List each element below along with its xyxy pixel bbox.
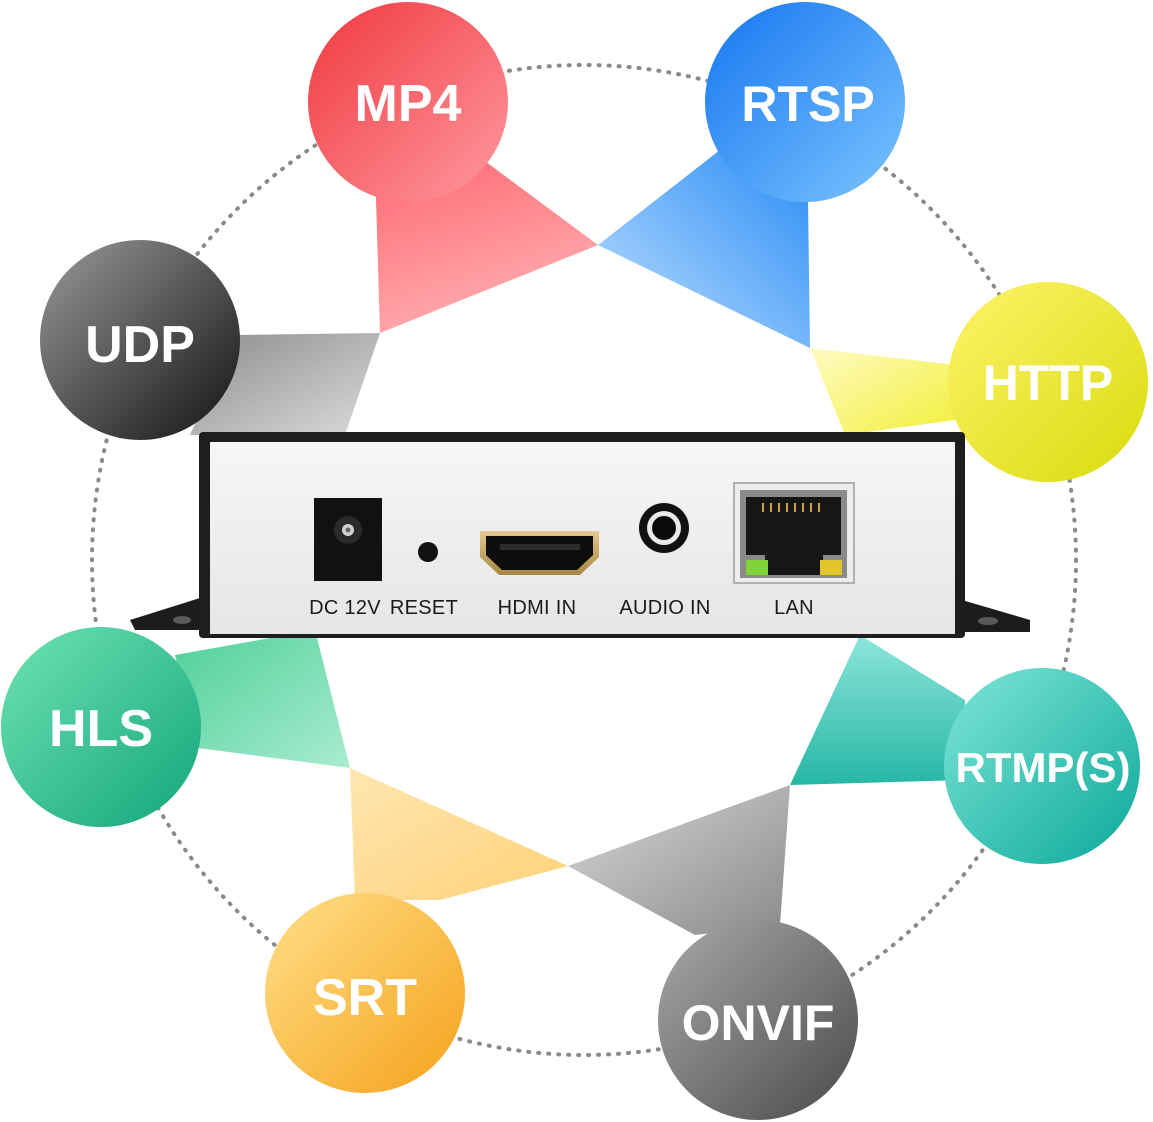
protocol-node-http: HTTP (948, 282, 1148, 482)
srt-beam (350, 768, 568, 900)
left-mount-hole (173, 616, 191, 624)
port-label-reset: RESET (390, 597, 458, 619)
protocol-label-srt: SRT (313, 969, 417, 1027)
protocol-node-rtmps: RTMP(S) (944, 668, 1140, 864)
right-mount-ear (955, 598, 1030, 632)
onvif-beam (568, 785, 790, 935)
protocol-node-srt: SRT (265, 893, 465, 1093)
left-mount-ear (130, 598, 205, 630)
protocol-node-mp4: MP4 (308, 2, 508, 202)
audio-jack (639, 503, 689, 553)
protocol-label-http: HTTP (983, 355, 1114, 411)
encoder-device: DC 12V RESET HDMI IN AUDIO IN LAN (130, 432, 1030, 638)
protocol-node-rtsp: RTSP (705, 2, 905, 202)
protocol-label-rtsp: RTSP (741, 76, 874, 132)
protocol-node-onvif: ONVIF (658, 920, 858, 1120)
right-mount-hole (978, 617, 998, 625)
dc-jack (314, 498, 382, 581)
rtmps-beam (790, 635, 965, 785)
port-label-dc: DC 12V (309, 597, 381, 619)
port-label-hdmi: HDMI IN (498, 597, 577, 619)
lan-port (733, 482, 855, 584)
hdmi-port (480, 531, 599, 575)
port-label-audio: AUDIO IN (619, 597, 710, 619)
protocol-label-onvif: ONVIF (682, 995, 835, 1051)
reset-button (418, 542, 438, 562)
lan-activity-led (820, 560, 842, 575)
http-beam (810, 348, 955, 435)
rtsp-beam (598, 150, 810, 348)
hls-beam (175, 630, 350, 768)
protocol-node-hls: HLS (1, 627, 201, 827)
lan-link-led (746, 560, 768, 575)
port-label-lan: LAN (774, 597, 814, 619)
dotted-orbit (90, 63, 1078, 1057)
protocol-label-udp: UDP (85, 316, 195, 374)
protocol-node-udp: UDP (40, 240, 240, 440)
protocol-label-mp4: MP4 (355, 75, 462, 133)
protocol-label-hls: HLS (49, 700, 153, 758)
protocol-label-rtmps: RTMP(S) (956, 744, 1131, 791)
